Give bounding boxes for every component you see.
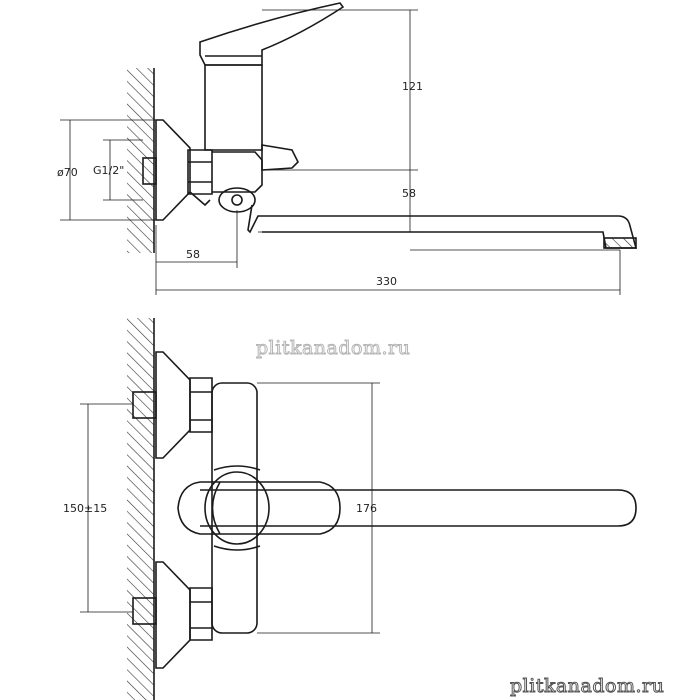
flange-lower (155, 561, 191, 669)
lever-plan (177, 481, 341, 535)
body-connector-top (212, 151, 263, 193)
plan-view-dimensions (80, 382, 380, 634)
eccentric-upper (132, 391, 157, 419)
hex-nut-lower (189, 587, 213, 641)
diverter-top (261, 144, 299, 171)
watermark-center: plitkanadom.ru (256, 337, 410, 359)
lever-base-plan (204, 471, 270, 545)
hex-nut-upper (189, 377, 213, 433)
body-plan (211, 382, 258, 634)
dim-lever-width: 176 (356, 502, 377, 515)
dim-spout-height: 58 (402, 187, 416, 200)
spout-ring-hole (231, 194, 243, 206)
flange-top (155, 119, 191, 221)
watermark-corner: plitkanadom.ru (510, 675, 664, 697)
eccentric-top (142, 157, 157, 185)
aerator-top (603, 237, 637, 249)
plan-view (127, 318, 637, 700)
lever-ridge-plan (211, 481, 221, 535)
bracket-top (189, 191, 211, 207)
dim-center-distance: 150±15 (63, 502, 107, 515)
dim-thread: G1/2" (93, 164, 124, 177)
dim-spout-length: 330 (376, 275, 397, 288)
hex-nut-top (187, 149, 213, 195)
eccentric-lower (132, 597, 157, 625)
spout-plan (200, 489, 637, 527)
lever-top (199, 2, 345, 66)
lever-ridge-plan-3 (213, 545, 261, 551)
dim-cartridge-height: 121 (402, 80, 423, 93)
body-top (204, 64, 263, 151)
side-view-dimensions (60, 9, 621, 295)
lever-ridge-plan-2 (213, 465, 261, 471)
wall-hatch-bottom (127, 318, 154, 700)
side-view (127, 2, 638, 253)
dim-flange-diameter: ø70 (57, 166, 78, 179)
wall-hatch-top (127, 68, 154, 253)
flange-upper (155, 351, 191, 459)
dim-wall-to-axis: 58 (186, 248, 200, 261)
spout-top (247, 204, 638, 249)
